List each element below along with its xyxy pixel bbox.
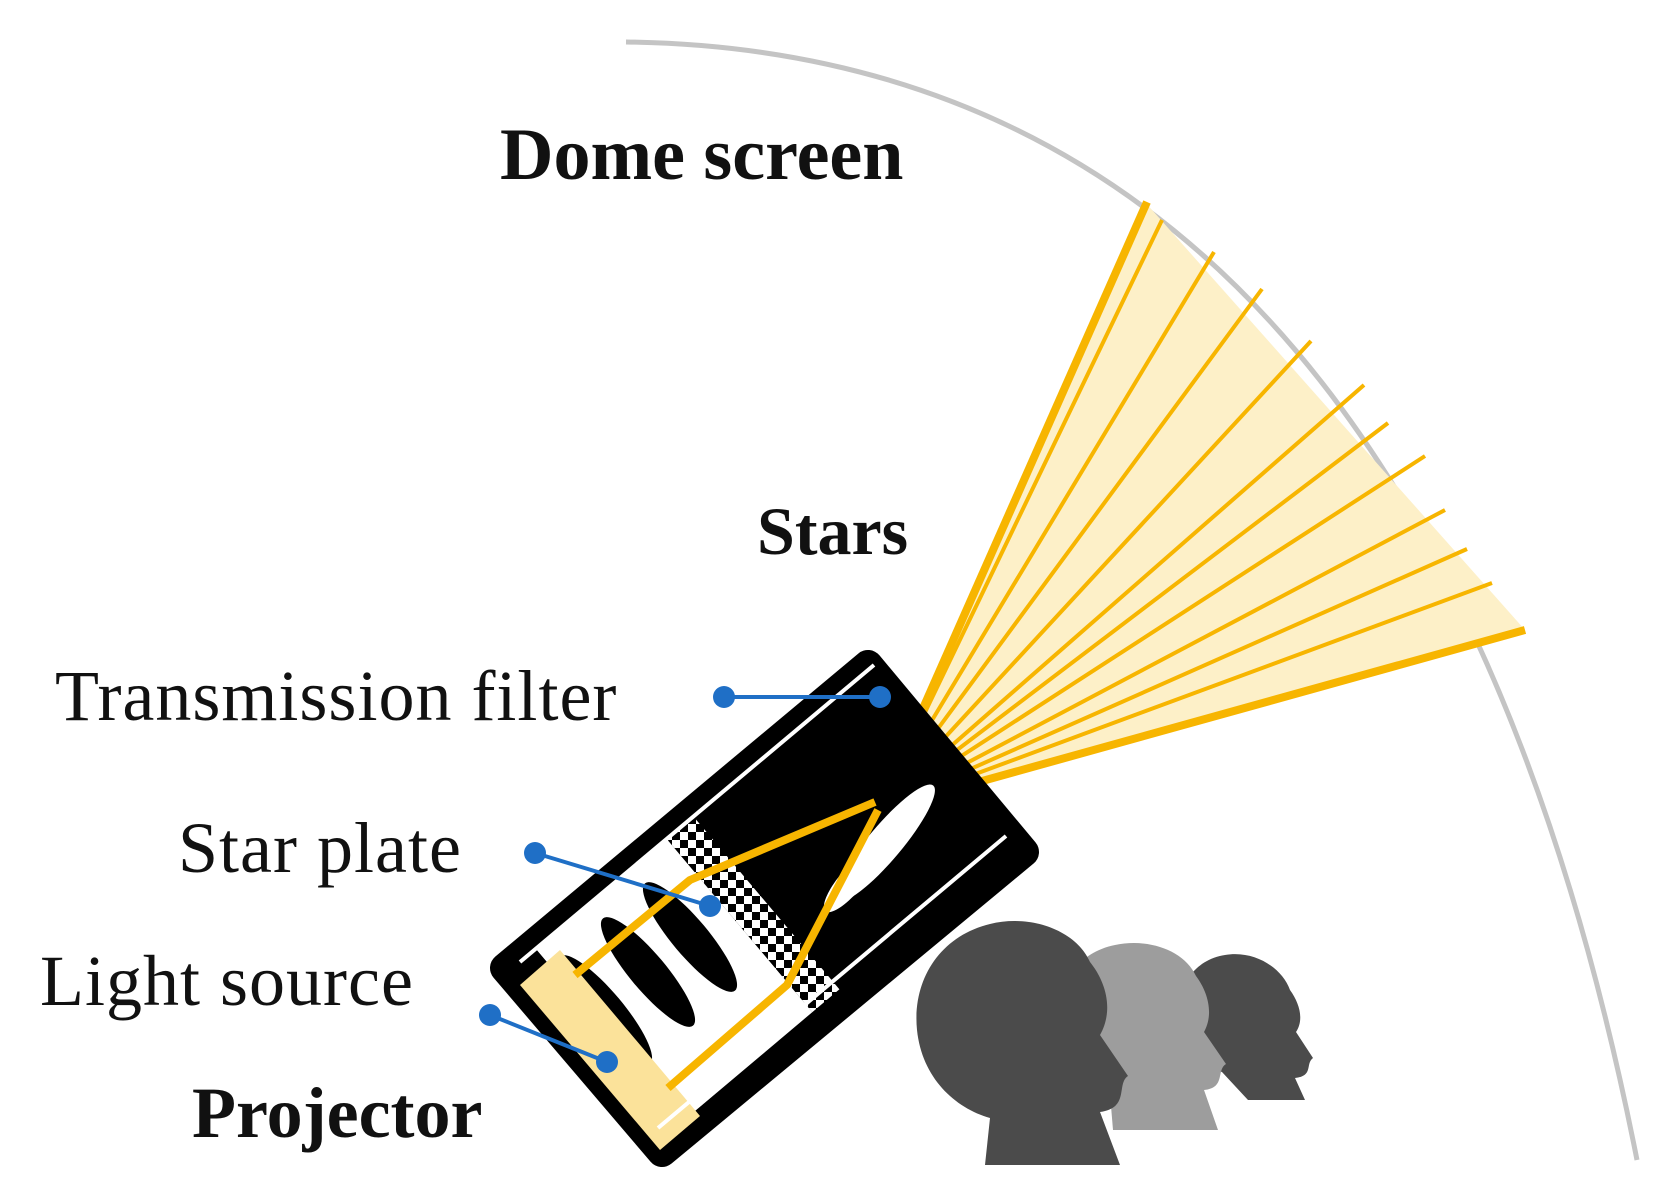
beam-ray	[877, 547, 1468, 812]
projector-label: Projector	[192, 1073, 483, 1153]
callout-transmission-filter	[713, 686, 891, 708]
callout-dot	[524, 842, 546, 864]
dome-screen-arc	[625, 39, 1640, 1161]
callout-star-plate	[524, 842, 721, 917]
callout-light-source	[479, 1004, 618, 1073]
light-path-lower	[665, 808, 882, 1092]
star-beam-fill	[878, 202, 1525, 810]
callout-dot	[596, 1051, 618, 1073]
callout-dot	[713, 686, 735, 708]
beam-ray	[877, 508, 1446, 812]
stars-label: Stars	[757, 493, 909, 569]
light-source	[520, 950, 700, 1150]
beam-ray	[876, 421, 1390, 812]
dome-screen-label: Dome screen	[500, 114, 904, 196]
projector-trim	[518, 663, 876, 964]
callout-dot	[699, 895, 721, 917]
beam-ray	[876, 339, 1313, 812]
beam-ray-edge-bottom	[876, 626, 1527, 814]
callout-dot	[869, 686, 891, 708]
beam-ray	[877, 581, 1493, 812]
light-path-upper	[572, 798, 877, 979]
projector	[490, 650, 1039, 1167]
beam-ray	[876, 250, 1216, 812]
beam-ray	[876, 383, 1366, 812]
projector-trim	[656, 834, 1008, 1130]
transmission-filter-label: Transmission filter	[55, 656, 618, 736]
star-plate-label: Star plate	[178, 808, 462, 888]
callout-dot	[479, 1004, 501, 1026]
light-source-label: Light source	[40, 941, 414, 1021]
beam-ray	[876, 287, 1264, 812]
internal-light-paths	[572, 798, 882, 1092]
head-silhouette-front	[916, 921, 1128, 1165]
beam-ray	[876, 454, 1427, 812]
audience	[916, 921, 1313, 1165]
